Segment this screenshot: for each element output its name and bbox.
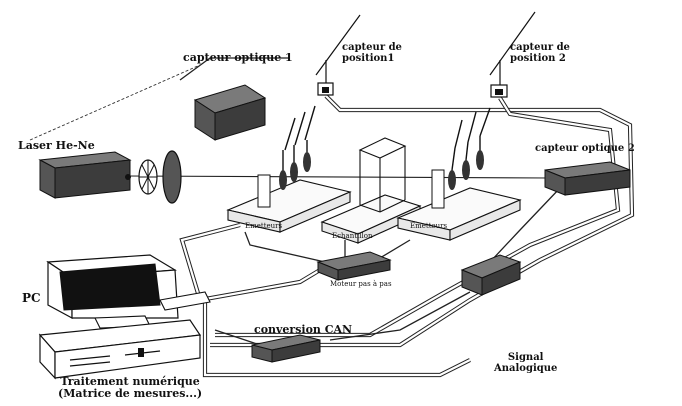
laser-he-ne [38,151,132,199]
cable-pc-bottom [202,300,471,378]
cable-optical-sensor-1 [179,57,290,81]
label-digital-processing-line2: (Matrice de mesures...) [58,387,203,400]
label-analog-signal: Signal Analogique [494,352,557,374]
label-optical-sensor-1: capteur optique 1 [183,51,293,64]
label-position-sensor-1: capteur de position1 [342,42,402,64]
chopper-wheel [138,159,158,195]
cable-stepper-to-stage-right [379,239,411,259]
label-position-sensor-2-line1: capteur de [510,42,570,53]
can-conversion-box [251,334,321,363]
label-stage-left: Emetteurs [245,222,283,230]
label-optical-sensor-2: capteur optique 2 [535,143,635,154]
stage-right [396,107,522,241]
stage-left [226,105,352,233]
cable-stepper-to-stage-left [244,231,326,263]
analog-signal-box [460,254,522,296]
label-analog-signal-line1: Signal [507,352,544,363]
pc-screen [59,263,161,311]
label-stage-middle: Echantillon [332,232,373,240]
label-stage-right: Emetteurs [410,222,448,230]
label-can-conversion: conversion CAN [254,323,353,336]
label-position-sensor-1-line2: position1 [342,53,395,64]
focusing-lens [162,150,182,204]
pc-computer [38,254,211,380]
label-laser: Laser He-Ne [18,139,95,152]
label-position-sensor-2: capteur de position 2 [510,42,570,64]
optical-sensor-2-box [544,161,631,196]
position-sensor-2 [489,11,536,98]
cable-optical-sensor-2 [489,187,561,263]
label-digital-processing-line1: Traitement numérique [60,375,200,388]
label-stepper-control: Moteur pas à pas [330,280,392,288]
cable-stepper-to-pc [179,222,322,303]
position-sensor-1 [315,14,361,96]
cables [179,57,635,378]
label-position-sensor-1-line1: capteur de [342,42,402,53]
laser-beam [29,64,551,179]
stepper-controller-box [316,251,392,281]
label-analog-signal-line2: Analogique [494,363,558,374]
cable-can-to-pc [214,329,261,346]
label-digital-processing: Traitement numérique (Matrice de mesures… [58,376,202,400]
label-pc: PC [22,291,41,305]
cable-analog-to-can [329,291,471,341]
optical-sensor-1-box [193,84,267,141]
label-position-sensor-2-line2: position 2 [510,53,566,64]
